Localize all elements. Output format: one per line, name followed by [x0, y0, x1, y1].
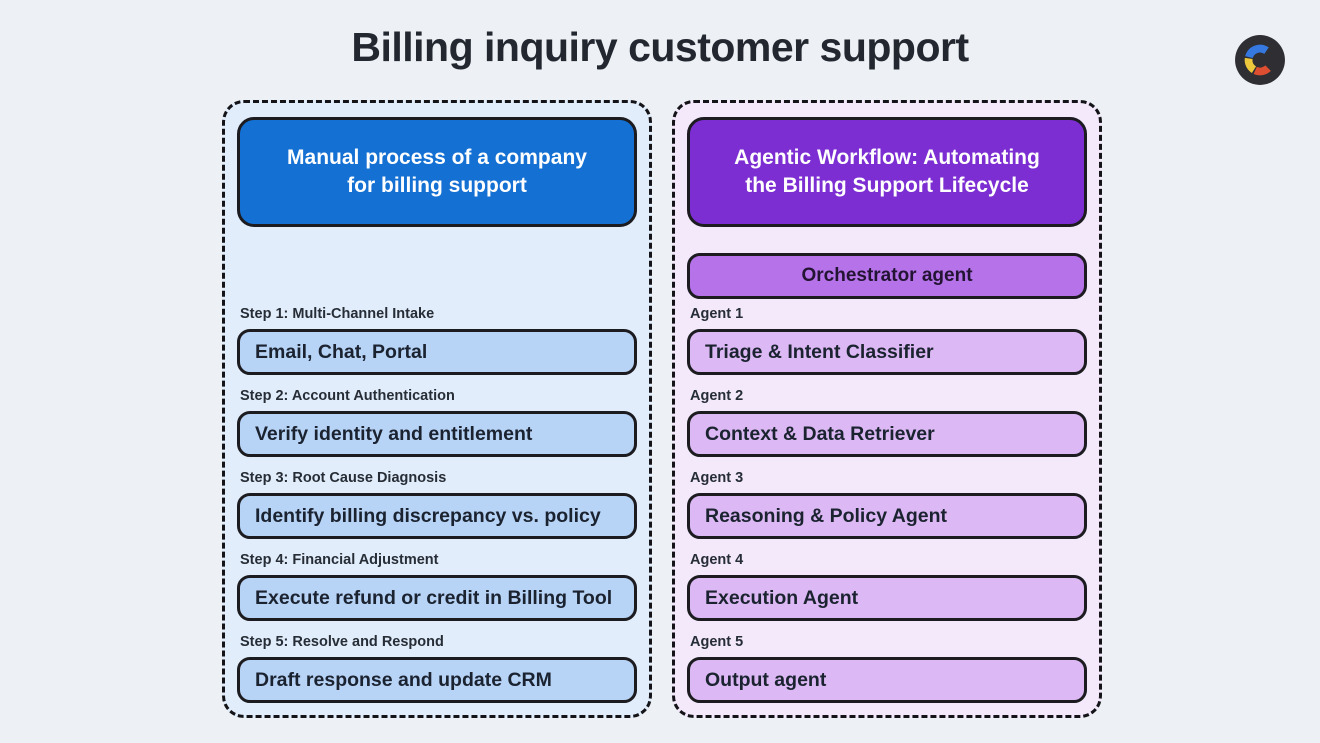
c-logo-icon: [1234, 34, 1286, 86]
step-row-4: Step 4: Financial Adjustment Execute ref…: [237, 551, 637, 621]
manual-process-header: Manual process of a company for billing …: [237, 117, 637, 227]
agent-row-3: Agent 3 Reasoning & Policy Agent: [687, 469, 1087, 539]
agent-5-box: Output agent: [687, 657, 1087, 703]
agent-2-label: Agent 2: [690, 388, 744, 404]
agent-4-label: Agent 4: [690, 552, 744, 568]
agentic-workflow-header: Agentic Workflow: Automating the Billing…: [687, 117, 1087, 227]
agentic-workflow-header-label: Agentic Workflow: Automating the Billing…: [734, 145, 1040, 197]
step-4-label: Step 4: Financial Adjustment: [240, 552, 439, 568]
page-title: Billing inquiry customer support: [351, 24, 969, 70]
manual-process-panel: Manual process of a company for billing …: [222, 100, 652, 718]
step-2-label: Step 2: Account Authentication: [240, 388, 455, 404]
step-row-1: Step 1: Multi-Channel Intake Email, Chat…: [237, 305, 637, 375]
step-row-2: Step 2: Account Authentication Verify id…: [237, 387, 637, 457]
step-row-3: Step 3: Root Cause Diagnosis Identify bi…: [237, 469, 637, 539]
agent-row-2: Agent 2 Context & Data Retriever: [687, 387, 1087, 457]
agent-5-label: Agent 5: [690, 634, 744, 650]
agent-row-1: Agent 1 Triage & Intent Classifier: [687, 305, 1087, 375]
step-3-label: Step 3: Root Cause Diagnosis: [240, 470, 447, 486]
step-5-box: Draft response and update CRM: [237, 657, 637, 703]
agent-1-box: Triage & Intent Classifier: [687, 329, 1087, 375]
orchestrator-agent-box: Orchestrator agent: [687, 253, 1087, 299]
left-panel-spacer: [237, 227, 637, 293]
step-1-label: Step 1: Multi-Channel Intake: [240, 306, 435, 322]
agent-1-label: Agent 1: [690, 306, 744, 322]
step-4-box: Execute refund or credit in Billing Tool: [237, 575, 637, 621]
agent-row-4: Agent 4 Execution Agent: [687, 551, 1087, 621]
step-2-box: Verify identity and entitlement: [237, 411, 637, 457]
step-3-box: Identify billing discrepancy vs. policy: [237, 493, 637, 539]
step-5-label: Step 5: Resolve and Respond: [240, 634, 444, 650]
agent-4-box: Execution Agent: [687, 575, 1087, 621]
agent-2-box: Context & Data Retriever: [687, 411, 1087, 457]
agent-3-label: Agent 3: [690, 470, 744, 486]
agent-row-5: Agent 5 Output agent: [687, 633, 1087, 703]
step-1-box: Email, Chat, Portal: [237, 329, 637, 375]
agentic-workflow-panel: Agentic Workflow: Automating the Billing…: [672, 100, 1102, 718]
step-row-5: Step 5: Resolve and Respond Draft respon…: [237, 633, 637, 703]
agent-3-box: Reasoning & Policy Agent: [687, 493, 1087, 539]
manual-process-header-label: Manual process of a company for billing …: [287, 145, 587, 197]
